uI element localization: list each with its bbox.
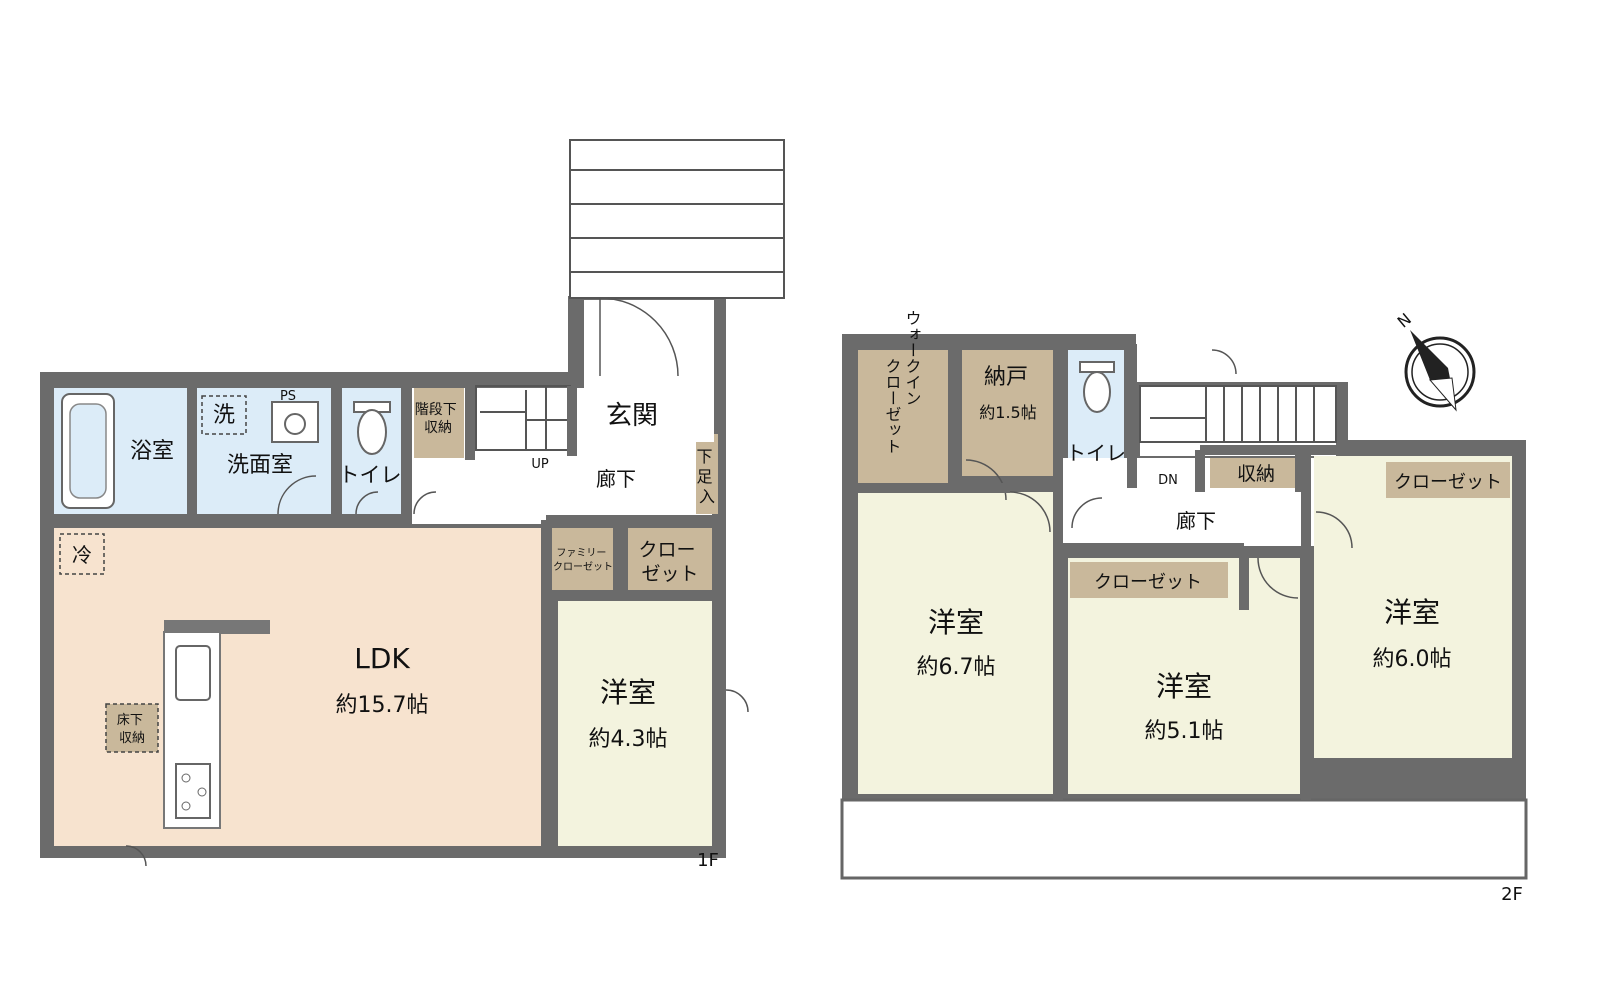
stair-storage-box	[414, 388, 464, 458]
labels-2f: ウォークイン クローゼット 納戸 約1.5帖 トイレ DN 収納 クローゼット …	[883, 309, 1523, 905]
family-closet-room	[552, 528, 614, 590]
labels-1f: 浴室 洗 PS 洗面室 トイレ 階段下 収納 UP 玄関 廊下 下 足 入 ファ…	[72, 389, 719, 871]
western1-name-label: 洋室	[600, 676, 656, 709]
stair-storage-label: 階段下 収納	[415, 402, 461, 436]
storage2-room	[1210, 458, 1300, 488]
room-a	[858, 492, 1054, 794]
nando-label: 納戸	[984, 365, 1028, 390]
compass	[1404, 330, 1476, 412]
closet1-line1: クロー	[638, 539, 695, 561]
room-c-size-label: 約6.0帖	[1373, 647, 1452, 672]
dn-label: DN	[1158, 473, 1178, 488]
doors-2f	[965, 349, 1353, 599]
kitchen-counter	[163, 620, 270, 829]
bathtub	[61, 393, 115, 509]
floor-storage-line1: 床下	[117, 713, 143, 728]
entrance-room	[584, 300, 714, 442]
shoe-storage-box	[696, 434, 718, 514]
room-b-size-label: 約5.1帖	[1145, 719, 1224, 744]
compass-north-label: N	[1394, 309, 1415, 331]
closet1-room	[628, 528, 712, 590]
floor-storage-line2: 収納	[119, 731, 145, 746]
closet1-label: クロー ゼット	[638, 539, 701, 585]
floor1-label: 1F	[697, 850, 719, 871]
stair2-area	[1140, 386, 1336, 456]
floor-storage-label: 床下 収納	[117, 713, 147, 746]
fridge-label: 冷	[72, 543, 92, 567]
room-c-name-label: 洋室	[1384, 596, 1440, 629]
walkin-closet-line2: クローゼット	[883, 358, 902, 454]
western1-size-label: 約4.3帖	[589, 727, 668, 752]
walkin-closet-label2: クローゼット	[883, 358, 902, 454]
western1-room	[558, 600, 712, 846]
fridge-box	[59, 533, 105, 575]
washer-label: 洗	[213, 403, 235, 428]
closet-middle-box	[1070, 562, 1228, 598]
washer-box	[201, 395, 247, 435]
room-a-size-label: 約6.7帖	[917, 655, 996, 680]
closet-right-box	[1386, 462, 1510, 498]
shoe-storage-label: 下 足 入	[696, 447, 717, 506]
ldk-room	[54, 528, 542, 846]
floor2-stair-cut	[1136, 334, 1348, 382]
floor-storage-box	[105, 703, 159, 753]
shoe-storage-line2: 足	[696, 467, 712, 486]
room-a-name-label: 洋室	[928, 606, 984, 639]
closet-middle-label: クローゼット	[1094, 572, 1202, 593]
room-b-name-label: 洋室	[1156, 670, 1212, 703]
walkin-closet-line1: ウォークイン	[903, 310, 922, 406]
bath-label: 浴室	[130, 439, 174, 464]
stair-storage-line1: 階段下	[415, 402, 457, 418]
shoe-storage-line3: 入	[699, 487, 715, 506]
entry-steps	[569, 139, 785, 299]
toilet2-label: トイレ	[1066, 441, 1126, 465]
storage2-label: 収納	[1237, 463, 1275, 485]
walls-1f	[40, 384, 720, 852]
up-label: UP	[531, 457, 549, 472]
family-closet-line2: クローゼット	[553, 561, 613, 573]
balcony	[840, 798, 1528, 880]
washroom-label: 洗面室	[227, 453, 293, 478]
floor-2	[840, 330, 1528, 880]
toilet1-fixture	[353, 401, 391, 455]
closet1-line2: ゼット	[641, 563, 698, 585]
stairs-2f	[1139, 385, 1337, 443]
room-c	[1314, 456, 1512, 758]
family-closet-line1: ファミリー	[556, 548, 606, 559]
shoe-storage-line1: 下	[696, 447, 712, 466]
nando-size-label: 約1.5帖	[979, 403, 1036, 422]
floor2-label: 2F	[1501, 884, 1523, 905]
hallway2-label: 廊下	[1176, 509, 1216, 533]
hallway1-label: 廊下	[596, 467, 636, 491]
toilet2-fixture	[1079, 361, 1115, 413]
doors-1f	[125, 297, 749, 867]
entrance-label: 玄関	[606, 401, 658, 431]
walkin-closet-label: ウォークイン	[903, 310, 922, 406]
closet-right-label: クローゼット	[1394, 472, 1502, 493]
walkin-closet-room	[858, 350, 948, 484]
stair-storage-line2: 収納	[424, 420, 452, 436]
floor-1	[40, 139, 785, 867]
ldk-size-label: 約15.7帖	[336, 693, 429, 718]
nando-room	[962, 350, 1054, 476]
toilet1-label: トイレ	[339, 463, 402, 487]
family-closet-label: ファミリー クローゼット	[553, 548, 613, 573]
walls-2f	[854, 344, 1520, 800]
ps-label: PS	[280, 389, 296, 404]
washbasin	[271, 401, 319, 443]
ldk-name-label: LDK	[354, 642, 410, 675]
